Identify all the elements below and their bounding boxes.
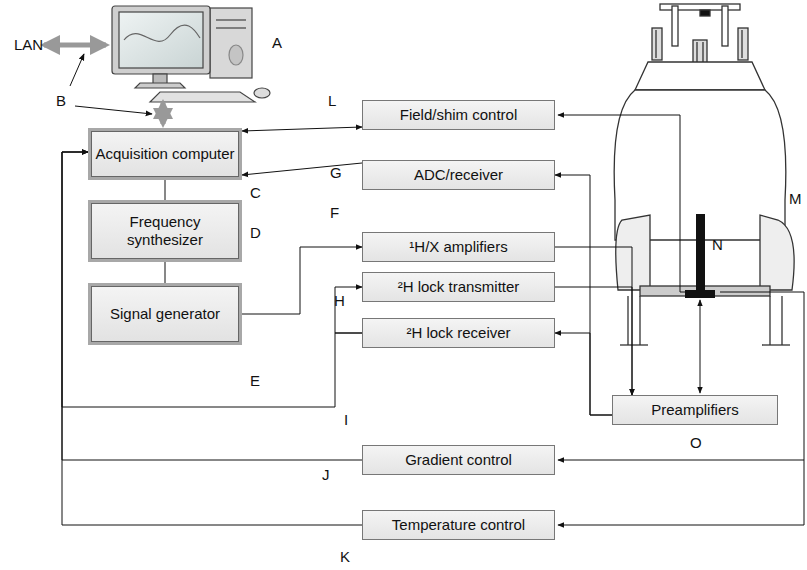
signal-connector bbox=[165, 180, 166, 200]
signal-connector bbox=[555, 333, 612, 415]
signal-connector bbox=[335, 287, 362, 333]
callout-letter: D bbox=[250, 224, 261, 241]
signal-connector bbox=[165, 262, 166, 283]
process-box: Preamplifiers bbox=[612, 395, 778, 425]
signal-wire bbox=[558, 115, 804, 525]
signal-connector bbox=[555, 175, 612, 415]
callout-letter: J bbox=[322, 466, 330, 483]
signal-connector bbox=[555, 247, 632, 395]
box-label: Preamplifiers bbox=[647, 401, 743, 419]
callout-letter: K bbox=[340, 548, 350, 565]
callout-letter: O bbox=[690, 434, 702, 451]
box-label: Temperature control bbox=[388, 516, 529, 534]
process-box: ²H lock receiver bbox=[362, 318, 555, 348]
callout-letter: F bbox=[330, 204, 339, 221]
network-arrow bbox=[44, 45, 163, 124]
box-label: Gradient control bbox=[401, 451, 516, 469]
callout-letter: B bbox=[56, 92, 66, 109]
callout-letter: L bbox=[328, 92, 336, 109]
signal-connector bbox=[555, 287, 632, 395]
callout-letter: C bbox=[250, 184, 261, 201]
magnet-illustration bbox=[614, 4, 794, 345]
network-label: LAN bbox=[14, 36, 43, 53]
box-label: ²H lock receiver bbox=[402, 324, 514, 342]
callout-letter: E bbox=[250, 372, 260, 389]
callout-letter: H bbox=[334, 292, 345, 309]
process-box: Gradient control bbox=[362, 445, 555, 475]
box-label: ¹H/X amplifiers bbox=[405, 238, 511, 256]
box-label: Frequency synthesizer bbox=[91, 213, 239, 249]
process-box: ADC/receiver bbox=[362, 160, 555, 190]
callout-letter: G bbox=[330, 164, 342, 181]
callout-letter: M bbox=[789, 190, 802, 207]
box-label: Signal generator bbox=[106, 305, 224, 323]
callout-letter: A bbox=[272, 34, 282, 51]
process-box: Frequency synthesizer bbox=[88, 200, 242, 262]
callout-letter: I bbox=[344, 411, 348, 428]
signal-connector bbox=[62, 152, 362, 407]
box-label: Acquisition computer bbox=[91, 145, 238, 163]
box-label: Field/shim control bbox=[396, 106, 522, 124]
callout-letter: N bbox=[712, 236, 723, 253]
process-box: Signal generator bbox=[88, 283, 242, 345]
process-box: Temperature control bbox=[362, 510, 555, 540]
box-label: ADC/receiver bbox=[410, 166, 507, 184]
process-box: Acquisition computer bbox=[88, 128, 242, 180]
signal-connector bbox=[242, 127, 362, 131]
computer-icon bbox=[112, 6, 270, 102]
signal-connector bbox=[242, 163, 362, 175]
process-box: ²H lock transmitter bbox=[362, 272, 555, 302]
signal-connector bbox=[62, 152, 362, 525]
signal-connector bbox=[242, 247, 362, 314]
process-box: Field/shim control bbox=[362, 100, 555, 130]
box-label: ²H lock transmitter bbox=[394, 278, 524, 296]
signal-connector bbox=[62, 152, 362, 460]
process-box: ¹H/X amplifiers bbox=[362, 232, 555, 262]
